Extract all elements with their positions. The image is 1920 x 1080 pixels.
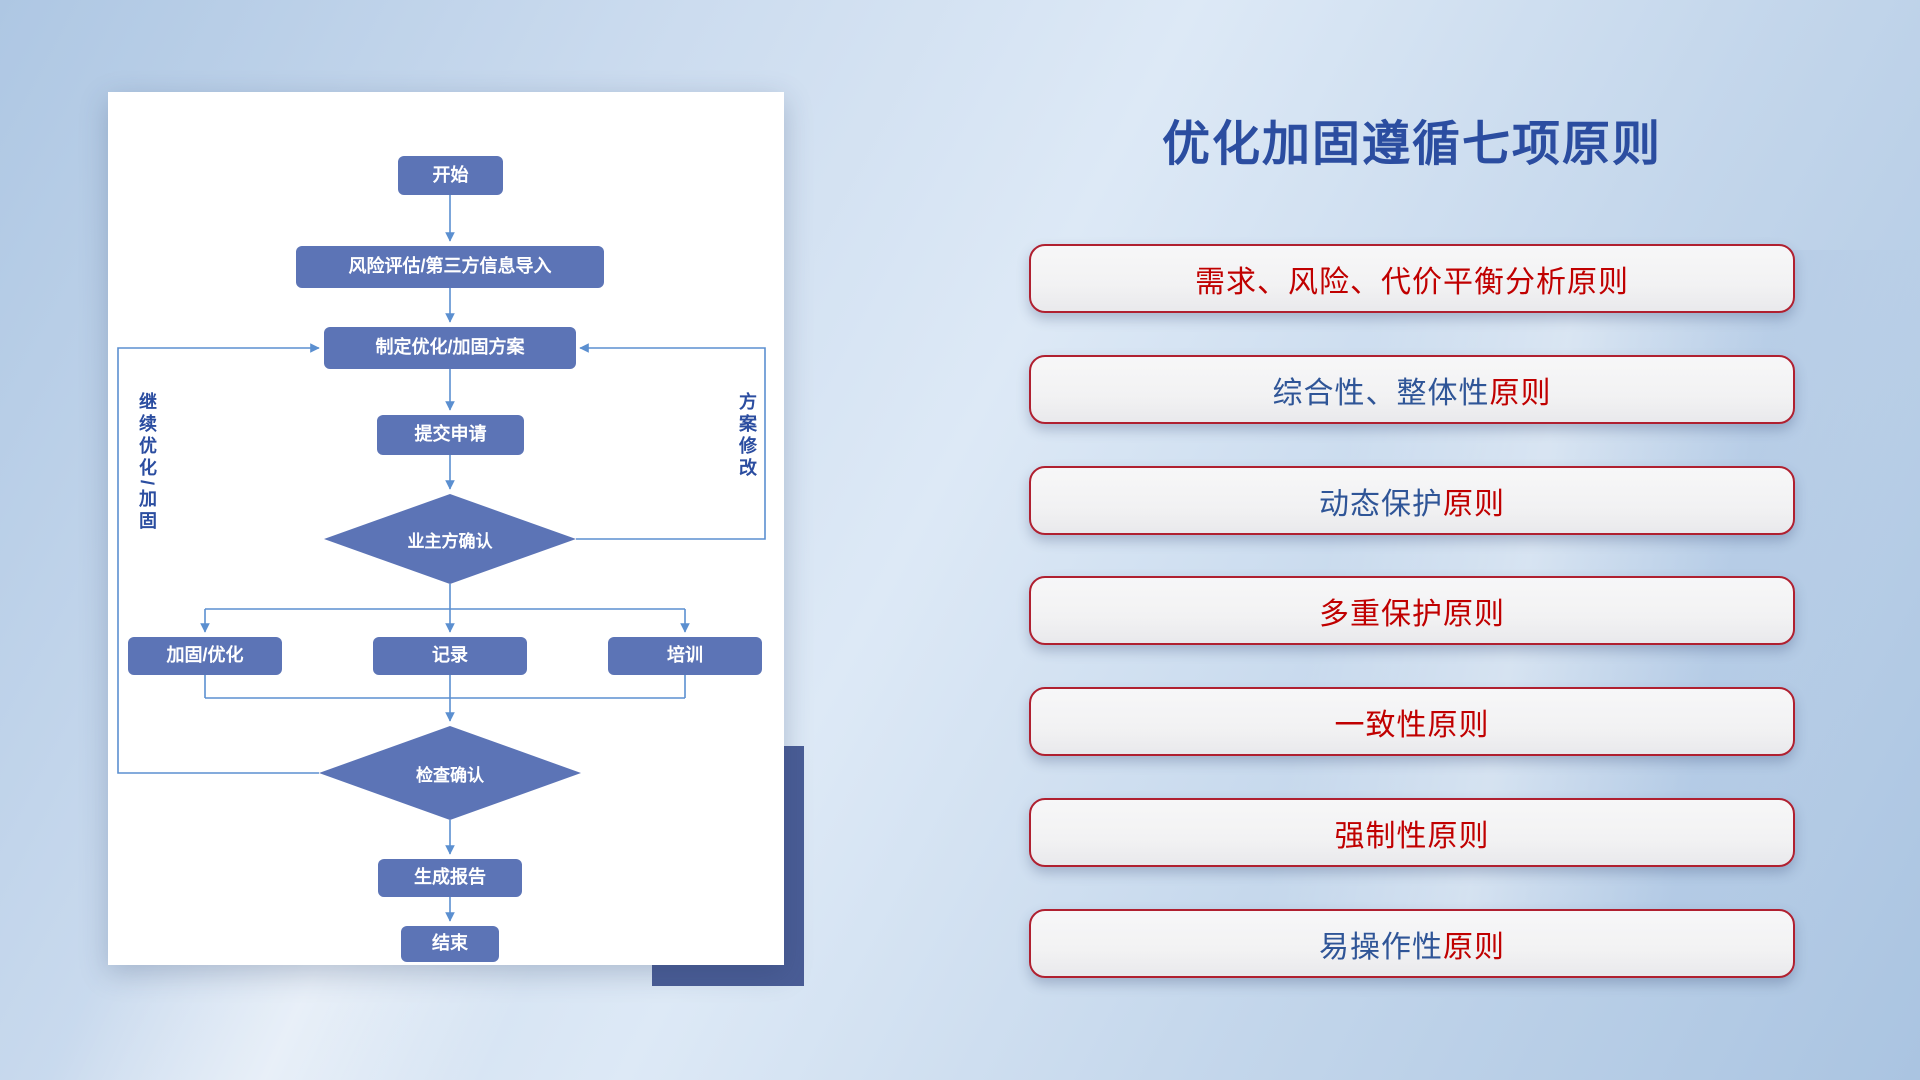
flow-node-report: 生成报告 — [378, 859, 522, 897]
principle-pill: 动态保护原则 — [1029, 466, 1795, 535]
principle-text-segment: 原则 — [1489, 376, 1552, 410]
principle-text-segment: 多重保护 — [1319, 597, 1443, 631]
flow-node-harden: 加固/优化 — [128, 637, 282, 675]
principle-text-segment: 原则 — [1443, 930, 1505, 964]
flow-node-start: 开始 — [398, 156, 503, 195]
loop-label-continue-optimize: 继续优化/加固 — [137, 392, 157, 534]
principle-pill: 强制性原则 — [1029, 798, 1795, 867]
principle-text-segment: 一致性 — [1334, 708, 1428, 742]
principle-text-segment: 动态保护 — [1319, 487, 1443, 521]
principle-text-segment: 易操作性 — [1319, 930, 1443, 964]
principle-text-segment: 原则 — [1427, 819, 1490, 853]
flow-node-record: 记录 — [373, 637, 527, 675]
principle-pill: 多重保护原则 — [1029, 576, 1795, 645]
principle-pill: 易操作性原则 — [1029, 909, 1795, 978]
principle-pill: 需求、风险、代价平衡分析原则 — [1029, 244, 1795, 313]
loop-label-plan-revise: 方案修改 — [737, 392, 757, 480]
principle-text-segment: 原则 — [1427, 708, 1490, 742]
principle-text-segment: 强制性 — [1334, 819, 1428, 853]
principle-pill: 一致性原则 — [1029, 687, 1795, 756]
principle-text-segment: 综合性、整体性 — [1272, 376, 1490, 410]
principle-text-segment: 需求、风险、代价平衡分析原则 — [1195, 265, 1629, 299]
flow-node-make-plan: 制定优化/加固方案 — [324, 327, 576, 369]
principle-pill: 综合性、整体性原则 — [1029, 355, 1795, 424]
flow-node-training: 培训 — [608, 637, 762, 675]
flow-node-submit: 提交申请 — [377, 415, 524, 455]
principles-list: 需求、风险、代价平衡分析原则综合性、整体性原则动态保护原则多重保护原则一致性原则… — [1029, 0, 1795, 1080]
slide-title: 优化加固遵循七项原则 — [1161, 118, 1662, 171]
flow-node-risk-import: 风险评估/第三方信息导入 — [296, 246, 604, 288]
flowchart-card: 开始 风险评估/第三方信息导入 制定优化/加固方案 提交申请 业主方确认 加固/… — [108, 92, 784, 965]
principle-text-segment: 原则 — [1443, 487, 1505, 521]
principle-text-segment: 原则 — [1443, 597, 1505, 631]
flow-node-end: 结束 — [401, 926, 499, 962]
